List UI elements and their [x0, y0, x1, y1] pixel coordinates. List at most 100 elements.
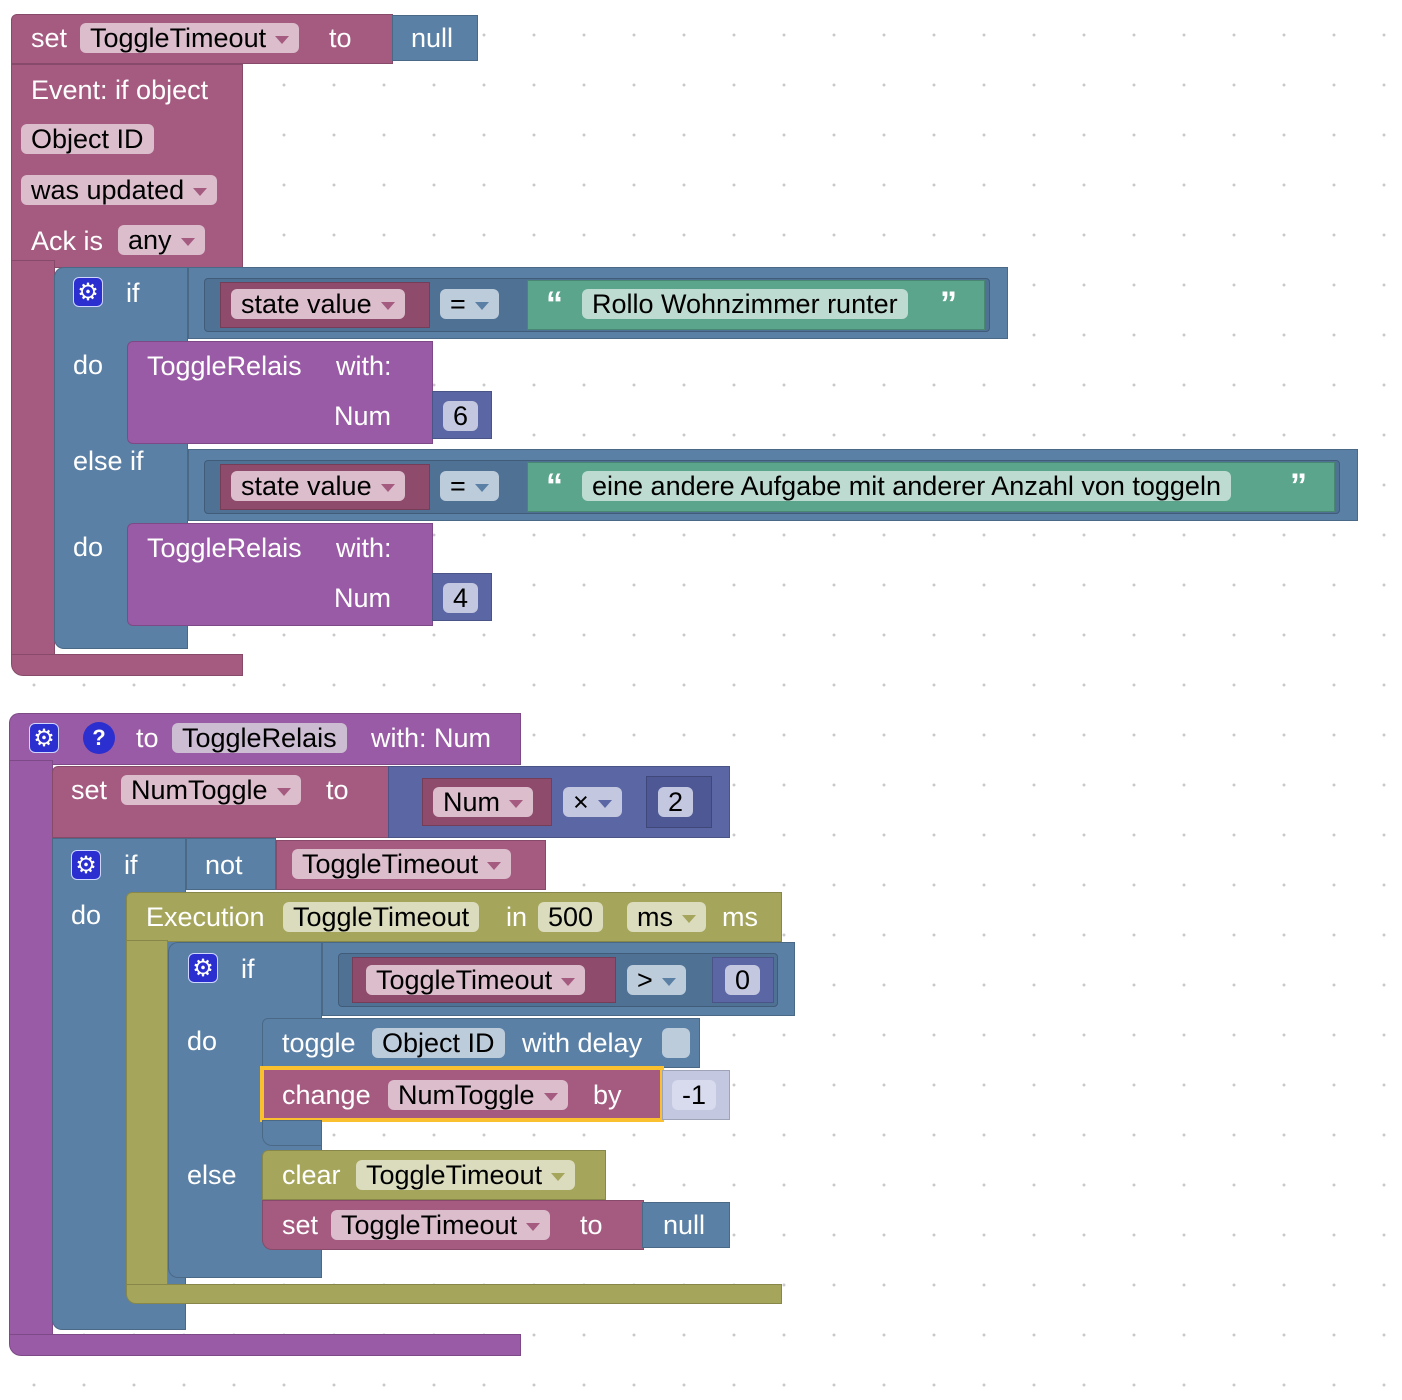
- operator-text: ×: [573, 787, 589, 817]
- if-not-row-bar: [186, 838, 276, 890]
- quote-icon: ”: [1290, 467, 1307, 505]
- variable-dropdown[interactable]: Num: [433, 787, 534, 817]
- if-label: if: [124, 850, 138, 880]
- dropdown-arrow-icon: [509, 799, 524, 808]
- variable-name: ToggleTimeout: [341, 1210, 518, 1240]
- operator-dropdown[interactable]: =: [440, 471, 499, 501]
- param-label: Num: [334, 401, 392, 431]
- execution-bottom-bar: [126, 1284, 782, 1304]
- else-if-label: else if: [73, 446, 144, 476]
- number-field[interactable]: 0: [725, 965, 761, 995]
- with-label: with:: [336, 533, 392, 563]
- to-label: to: [580, 1210, 603, 1240]
- procedure-left-bar: [9, 760, 53, 1340]
- object-id-field[interactable]: Object ID: [372, 1028, 505, 1058]
- variable-dropdown[interactable]: ToggleTimeout: [80, 23, 300, 53]
- toggle-block-tail: [262, 1120, 322, 1146]
- do-label: do: [71, 900, 102, 930]
- clear-label: clear: [282, 1160, 341, 1190]
- dropdown-arrow-icon: [193, 187, 208, 196]
- procedure-name-field[interactable]: ToggleRelais: [172, 723, 347, 753]
- operator-dropdown[interactable]: =: [440, 289, 499, 319]
- dropdown-arrow-icon: [487, 861, 502, 870]
- with-label: with:: [336, 351, 392, 381]
- delay-value-field[interactable]: 500: [538, 902, 604, 932]
- procedure-bottom-bar: [9, 1334, 521, 1356]
- state-value-dropdown[interactable]: state value: [231, 289, 405, 319]
- event-block-bottom: [11, 654, 243, 676]
- quote-icon: “: [546, 467, 563, 505]
- trigger-value: was updated: [31, 175, 185, 205]
- event-block-left: [11, 260, 55, 660]
- variable-dropdown[interactable]: NumToggle: [121, 775, 301, 805]
- dropdown-arrow-icon: [276, 787, 291, 796]
- object-id-field[interactable]: Object ID: [21, 124, 154, 154]
- variable-dropdown[interactable]: NumToggle: [388, 1080, 568, 1110]
- help-icon[interactable]: ?: [83, 722, 115, 754]
- call-toggle-relais-1[interactable]: [127, 341, 433, 444]
- param-label: Num: [334, 583, 392, 613]
- unit-dropdown[interactable]: ms: [627, 902, 706, 932]
- gear-icon[interactable]: ⚙: [29, 723, 59, 753]
- gear-icon[interactable]: ⚙: [188, 953, 218, 983]
- dropdown-arrow-icon: [526, 1222, 541, 1231]
- number-field[interactable]: -1: [672, 1080, 717, 1110]
- dropdown-arrow-icon: [180, 237, 195, 246]
- gear-icon[interactable]: ⚙: [73, 277, 103, 307]
- dropdown-arrow-icon: [380, 483, 395, 492]
- with-delay-label: with delay: [522, 1028, 643, 1058]
- null-block[interactable]: [392, 15, 478, 61]
- set-label: set: [71, 775, 108, 805]
- quote-icon: “: [546, 285, 563, 323]
- text-field[interactable]: Rollo Wohnzimmer runter: [582, 289, 908, 319]
- number-field[interactable]: 6: [443, 401, 479, 431]
- trigger-dropdown[interactable]: was updated: [21, 175, 218, 205]
- number-field[interactable]: 2: [658, 787, 694, 817]
- state-value-text: state value: [241, 471, 372, 501]
- with-params-label: with: Num: [371, 723, 492, 753]
- number-field[interactable]: 4: [443, 583, 479, 613]
- not-label: not: [205, 850, 243, 880]
- to-label: to: [326, 775, 349, 805]
- text-field[interactable]: eine andere Aufgabe mit anderer Anzahl v…: [582, 471, 1231, 501]
- operator-text: >: [637, 965, 653, 995]
- ack-label: Ack is: [31, 226, 104, 256]
- operator-text: =: [450, 471, 466, 501]
- dropdown-arrow-icon: [474, 483, 489, 492]
- operator-text: =: [450, 289, 466, 319]
- ack-dropdown[interactable]: any: [118, 225, 205, 255]
- event-title: Event: if object: [31, 75, 209, 105]
- unit-value: ms: [637, 902, 673, 932]
- null-label: null: [663, 1210, 706, 1240]
- timeout-name: ToggleTimeout: [366, 1160, 543, 1190]
- variable-dropdown[interactable]: ToggleTimeout: [331, 1210, 551, 1240]
- variable-dropdown[interactable]: ToggleTimeout: [366, 965, 586, 995]
- unit-label: ms: [722, 902, 758, 932]
- procedure-name: ToggleRelais: [147, 351, 302, 381]
- timeout-dropdown[interactable]: ToggleTimeout: [356, 1160, 576, 1190]
- operator-dropdown[interactable]: >: [627, 965, 686, 995]
- operator-dropdown[interactable]: ×: [563, 787, 622, 817]
- change-label: change: [282, 1080, 371, 1110]
- dropdown-arrow-icon: [661, 977, 676, 986]
- execution-label: Execution: [146, 902, 265, 932]
- dropdown-arrow-icon: [543, 1092, 558, 1101]
- variable-name: NumToggle: [131, 775, 268, 805]
- variable-name: Num: [443, 787, 501, 817]
- if-label: if: [126, 278, 140, 308]
- dropdown-arrow-icon: [275, 35, 290, 44]
- gear-icon[interactable]: ⚙: [71, 850, 101, 880]
- else-label: else: [187, 1160, 237, 1190]
- quote-icon: ”: [940, 285, 957, 323]
- dropdown-arrow-icon: [380, 301, 395, 310]
- state-value-dropdown[interactable]: state value: [231, 471, 405, 501]
- variable-dropdown[interactable]: ToggleTimeout: [292, 849, 512, 879]
- with-delay-checkbox[interactable]: [662, 1028, 690, 1058]
- execution-left-bar: [126, 940, 168, 1290]
- toggle-label: toggle: [282, 1028, 356, 1058]
- number-block[interactable]: [712, 957, 774, 1003]
- dropdown-arrow-icon: [597, 799, 612, 808]
- null-block[interactable]: [642, 1202, 730, 1248]
- timeout-name-field[interactable]: ToggleTimeout: [283, 902, 480, 932]
- call-toggle-relais-2[interactable]: [127, 523, 433, 626]
